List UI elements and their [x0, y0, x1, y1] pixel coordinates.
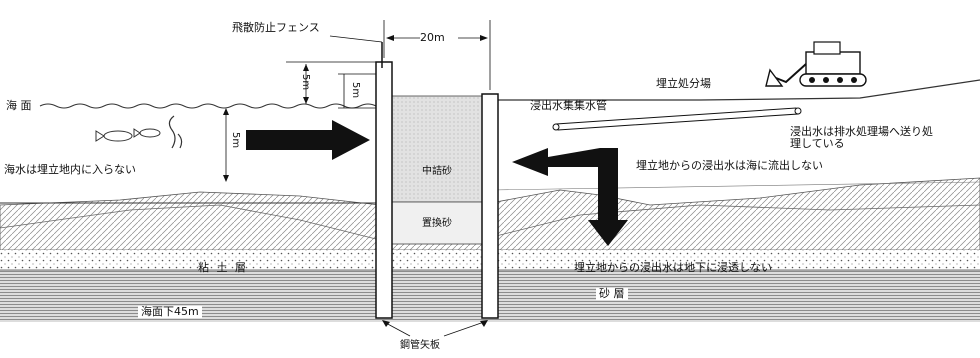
leachate-pipe: [552, 107, 802, 131]
fence-icon: [329, 35, 383, 68]
height-label-right: 5m: [350, 82, 361, 99]
seawater-note: 海水は埋立地内に入らない: [4, 163, 136, 176]
depth-dimension: [223, 108, 229, 182]
steel-pile-right: [481, 93, 499, 319]
depth-label: 5m: [230, 132, 241, 149]
leachate-arrow: [512, 148, 628, 246]
fish-icon: [95, 128, 161, 142]
mid-sand-fill: [391, 95, 483, 245]
sea-level-label: 海 面: [6, 99, 32, 112]
seaweed-icon: [168, 115, 183, 149]
landfill-site-label: 埋立処分場: [656, 77, 711, 90]
bulldozer-icon: [765, 41, 867, 87]
seawater-blocked-arrow: [246, 120, 370, 160]
no-outflow-sea-note: 埋立地からの浸出水は海に流出しない: [636, 159, 823, 172]
lower-layer-label: 置換砂: [422, 218, 452, 229]
leachate-pipe-label: 浸出水集集水管: [530, 99, 607, 112]
width-dimension: [383, 20, 491, 90]
landfill-surface: [491, 79, 980, 191]
height-dimension-right: [338, 73, 376, 109]
steel-sheet-pile-label: 鋼管矢板: [400, 340, 440, 351]
leachate-treatment-note: 浸出水は排水処理場へ送り処理している: [790, 125, 933, 150]
sea-surface: [0, 103, 380, 204]
height-label-left: 5m: [300, 74, 311, 91]
sand-layer-label: 砂 層: [596, 288, 628, 300]
steel-pile-left: [375, 61, 393, 319]
depth-45m-label: 海面下45m: [138, 306, 202, 318]
mid-layer-label: 中詰砂: [422, 166, 452, 177]
height-dimension-left: [286, 61, 376, 104]
pile-pointer-arrows: [382, 320, 488, 337]
width-label: 20m: [420, 31, 445, 44]
clay-layer-label: 粘 土 層: [198, 261, 248, 274]
no-seepage-ground-note: 埋立地からの浸出水は地下に浸透しない: [574, 261, 772, 274]
fence-label: 飛散防止フェンス: [232, 21, 320, 34]
